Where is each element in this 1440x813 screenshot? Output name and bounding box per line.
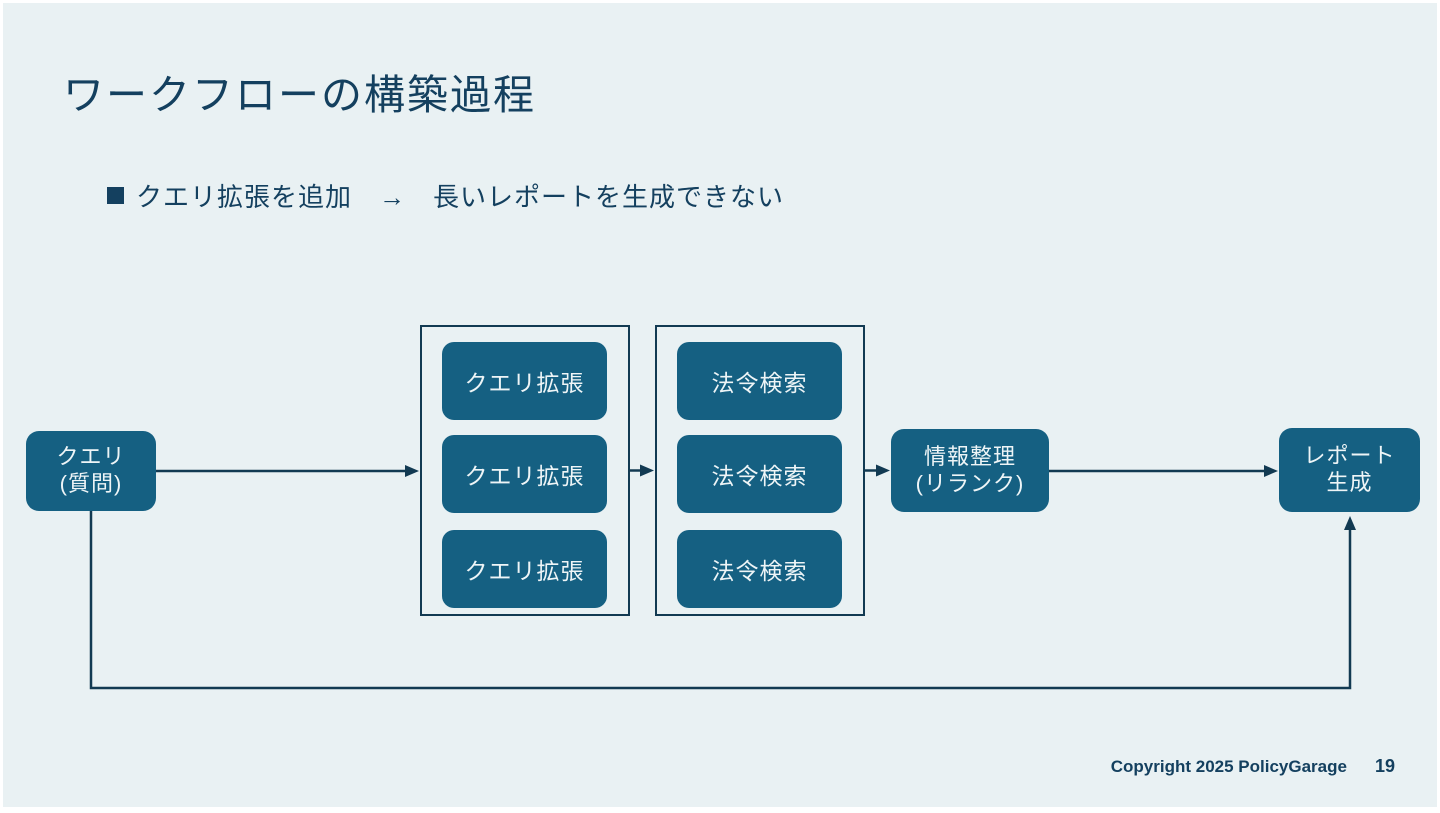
query-expansion-label-3: クエリ拡張: [464, 558, 585, 584]
bullet-text: クエリ拡張を追加 → 長いレポートを生成できない: [136, 182, 785, 212]
law-search-label-2: 法令検索: [711, 463, 808, 489]
node-query-label-line2: (質問): [59, 471, 123, 496]
query-expansion-box-3: クエリ拡張: [442, 530, 607, 608]
node-rerank: 情報整理 (リランク): [891, 429, 1049, 512]
node-query-label-line1: クエリ: [56, 444, 126, 470]
node-report: レポート 生成: [1279, 428, 1420, 512]
page-title: ワークフローの構築過程: [63, 72, 536, 118]
bullet-square-icon: [107, 187, 124, 204]
query-expansion-label-2: クエリ拡張: [464, 463, 585, 489]
query-expansion-label-1: クエリ拡張: [464, 370, 585, 396]
workflow-diagram: クエリ (質問) クエリ拡張 クエリ拡張 クエリ拡張 法令検索 法令検索 法令検…: [3, 3, 1437, 807]
query-expansion-box-2: クエリ拡張: [442, 435, 607, 513]
law-search-label-3: 法令検索: [711, 558, 808, 584]
law-search-label-1: 法令検索: [711, 370, 808, 396]
node-report-label-line1: レポート: [1303, 443, 1396, 469]
node-rerank-label-line1: 情報整理: [923, 443, 1016, 469]
node-report-label-line2: 生成: [1326, 470, 1373, 495]
law-search-box-1: 法令検索: [677, 342, 842, 420]
node-query: クエリ (質問): [26, 431, 156, 511]
law-search-box-2: 法令検索: [677, 435, 842, 513]
law-search-box-3: 法令検索: [677, 530, 842, 608]
group-law-search: 法令検索 法令検索 法令検索: [655, 325, 865, 616]
page-number: 19: [1374, 756, 1395, 776]
group-query-expansion: クエリ拡張 クエリ拡張 クエリ拡張: [420, 325, 630, 616]
copyright-text: Copyright 2025 PolicyGarage: [1110, 757, 1347, 776]
footer: Copyright 2025 PolicyGarage 19: [1083, 756, 1395, 777]
query-expansion-box-1: クエリ拡張: [442, 342, 607, 420]
node-rerank-label-line2: (リランク): [915, 470, 1025, 496]
bullet-item: クエリ拡張を追加 → 長いレポートを生成できない: [107, 177, 784, 214]
